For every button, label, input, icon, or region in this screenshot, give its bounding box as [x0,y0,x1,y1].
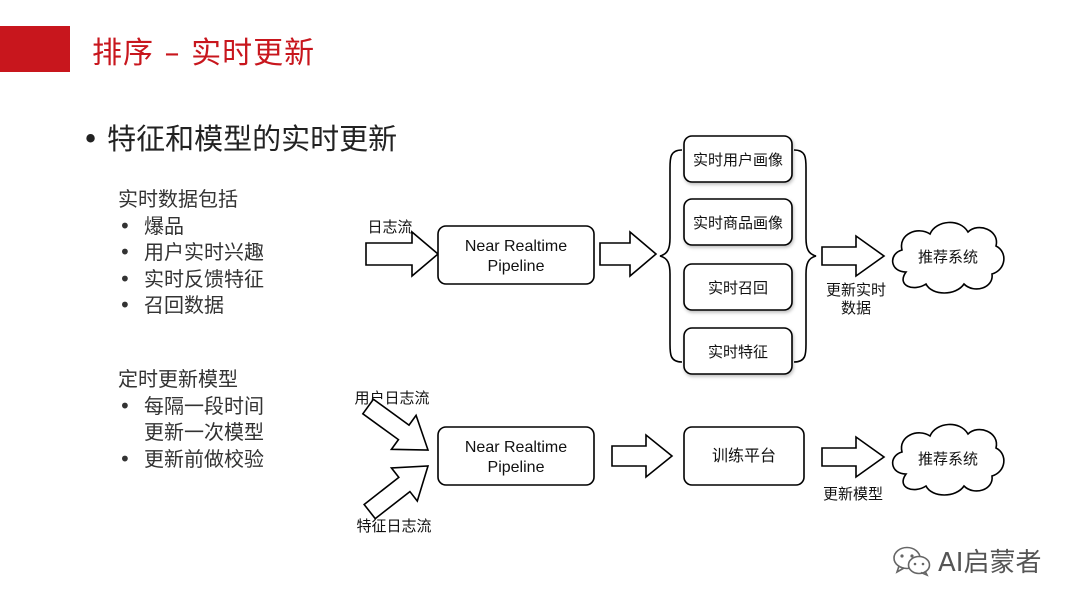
realtime-data-list: 爆品 用户实时兴趣 实时反馈特征 召回数据 [118,213,264,319]
top-input-arrow [365,230,440,278]
slide-title: 排序 – 实时更新 [92,36,316,71]
top-pipeline-box [437,225,595,285]
main-bullet: •特征和模型的实时更新 [82,116,397,158]
bottom-pipeline-arrow [611,433,674,479]
realtime-data-block: 实时数据包括 爆品 用户实时兴趣 实时反馈特征 召回数据 [118,186,264,319]
bottom-input-top-label: 用户日志流 [354,390,429,407]
bottom-target-cloud [891,423,1005,496]
bullet-dot: • [82,122,100,156]
bottom-pipeline-box [437,426,595,486]
list-item: 每隔一段时间 更新一次模型 [118,393,264,446]
output-label: 实时召回 [708,280,768,297]
bottom-input-arrow-upper [361,398,430,451]
top-pipeline-label-line1: Near Realtime [465,238,567,255]
list-item: 更新前做校验 [118,446,264,473]
bottom-pipeline-label-line1: Near Realtime [465,439,567,456]
right-brace [793,149,817,363]
bottom-update-arrow [821,435,886,479]
watermark-text: AI启蒙者 [938,548,1042,578]
top-target-label: 推荐系统 [918,249,978,266]
output-box-user-profile [683,135,793,183]
list-item: 用户实时兴趣 [118,239,264,266]
left-brace [659,149,683,363]
scheduled-model-heading: 定时更新模型 [118,367,238,391]
top-edge-label-line1: 更新实时 [826,282,886,299]
output-label: 实时商品画像 [693,215,783,232]
bottom-input-bottom-label: 特征日志流 [356,518,431,535]
scheduled-model-list: 每隔一段时间 更新一次模型 更新前做校验 [118,393,264,473]
top-target-cloud [891,221,1005,294]
realtime-data-heading: 实时数据包括 [118,187,238,211]
training-platform-label: 训练平台 [712,447,776,465]
main-bullet-text: 特征和模型的实时更新 [107,122,398,156]
top-pipeline-arrow [599,230,658,278]
list-item-line: 更新一次模型 [144,420,264,444]
watermark: AI启蒙者 [892,542,1041,579]
bottom-edge-label: 更新模型 [823,486,883,503]
bottom-input-arrow-lower [363,465,430,520]
list-item-line: 每隔一段时间 [144,393,264,418]
training-platform-box [683,426,805,486]
bottom-pipeline-label-line2: Pipeline [488,459,545,476]
bottom-target-label: 推荐系统 [918,451,978,468]
list-item: 实时反馈特征 [118,266,264,293]
scheduled-model-block: 定时更新模型 每隔一段时间 更新一次模型 更新前做校验 [118,366,264,472]
title-accent-bar [0,26,70,72]
list-item: 爆品 [118,213,264,240]
output-box-item-profile [683,198,793,246]
list-item: 召回数据 [118,292,264,319]
output-label: 实时特征 [708,344,768,361]
list-item-line: 更新前做校验 [144,446,264,471]
output-box-features [683,327,793,375]
output-box-recall [683,263,793,311]
top-pipeline-label-line2: Pipeline [488,258,545,275]
top-input-label: 日志流 [367,219,412,236]
wechat-icon [893,546,931,577]
top-update-arrow [821,234,886,278]
top-edge-label-line2: 数据 [841,300,871,317]
output-label: 实时用户画像 [693,152,783,169]
